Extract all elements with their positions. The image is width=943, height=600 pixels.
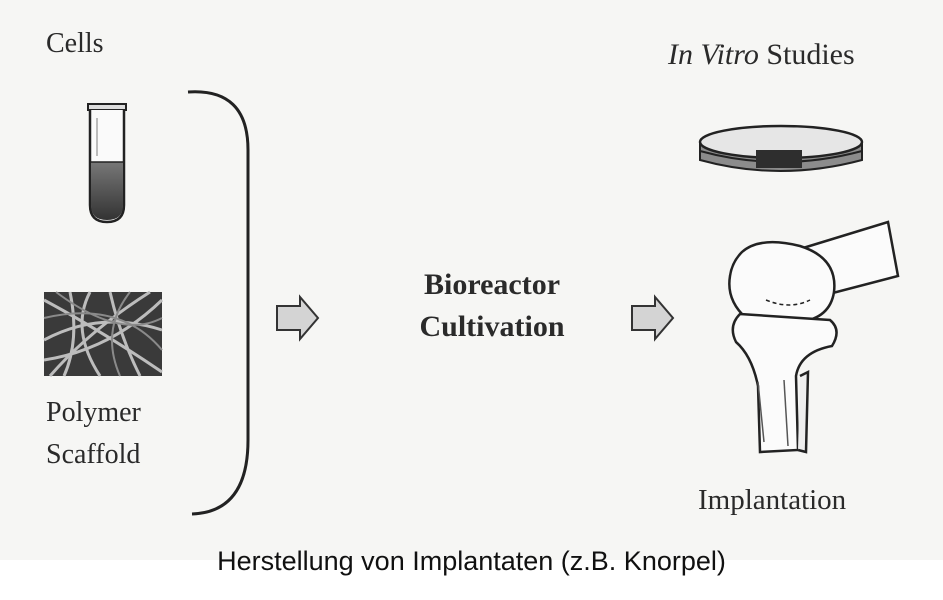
polymer-scaffold-label: Polymer Scaffold — [46, 392, 141, 476]
in-vitro-studies-label: In Vitro Studies — [668, 38, 855, 72]
arrow-to-outcomes-icon — [632, 297, 673, 339]
diagram-canvas: Cells In Vitro Studies Polymer Scaffold … — [0, 0, 943, 560]
polymer-scaffold-icon — [44, 292, 162, 376]
knee-joint-icon — [729, 222, 898, 452]
arrow-to-bioreactor-icon — [277, 297, 318, 339]
cells-label: Cells — [46, 28, 104, 60]
brace-bracket — [188, 92, 248, 514]
implantation-label: Implantation — [698, 484, 846, 517]
scaffold-label-line2: Scaffold — [46, 434, 141, 476]
in-vitro-italic: In Vitro — [668, 38, 759, 71]
studies-text: Studies — [759, 38, 855, 71]
figure-caption: Herstellung von Implantaten (z.B. Knorpe… — [0, 546, 943, 577]
test-tube-icon — [88, 104, 126, 222]
bioreactor-cultivation-label: Bioreactor Cultivation — [400, 264, 584, 348]
bioreactor-label-line2: Cultivation — [400, 306, 584, 348]
scaffold-label-line1: Polymer — [46, 392, 141, 434]
petri-dish-icon — [700, 126, 862, 171]
bioreactor-label-line1: Bioreactor — [400, 264, 584, 306]
